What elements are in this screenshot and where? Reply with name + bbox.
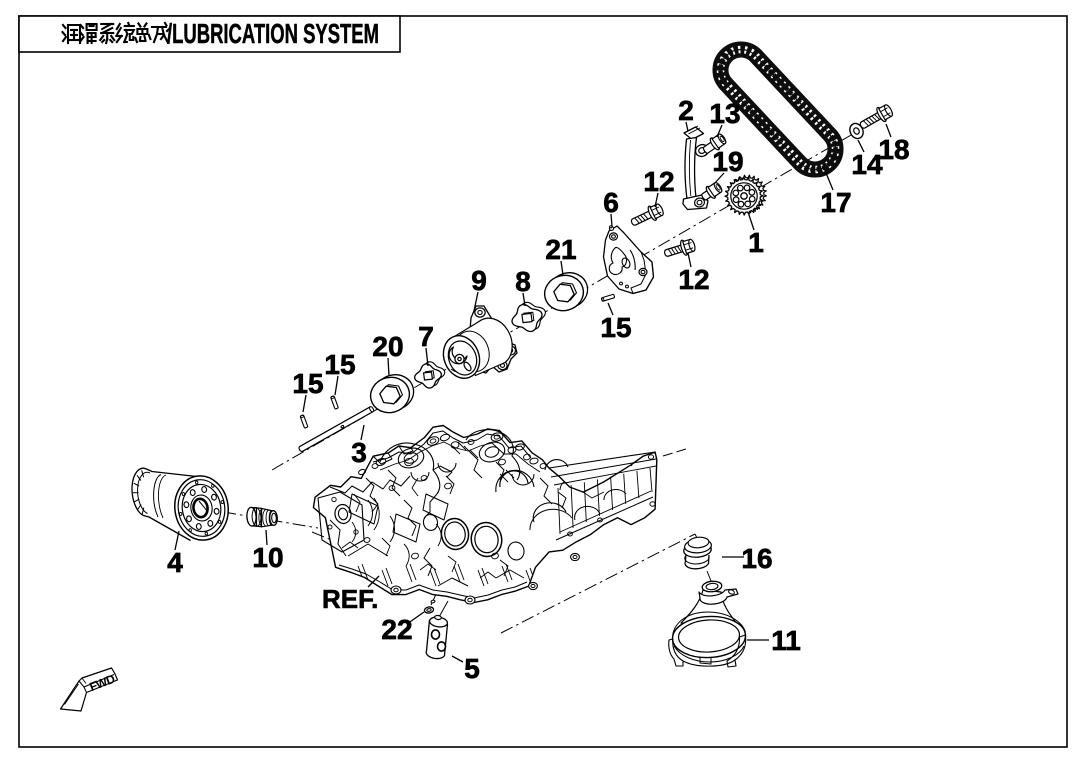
svg-text:5: 5	[464, 653, 480, 684]
svg-text:7: 7	[418, 321, 434, 352]
svg-text:6: 6	[603, 187, 619, 218]
svg-text:20: 20	[372, 331, 403, 362]
svg-text:11: 11	[771, 625, 801, 656]
svg-text:16: 16	[741, 543, 772, 574]
svg-text:12: 12	[678, 264, 709, 295]
svg-text:1: 1	[748, 227, 764, 258]
svg-text:17: 17	[820, 187, 851, 218]
svg-text:/LUBRICATION SYSTEM: /LUBRICATION SYSTEM	[167, 18, 379, 49]
svg-text:REF.: REF.	[322, 584, 378, 614]
svg-text:13: 13	[709, 98, 740, 129]
svg-text:18: 18	[878, 134, 909, 165]
svg-text:15: 15	[600, 312, 631, 343]
svg-text:3: 3	[351, 437, 367, 468]
svg-text:2: 2	[678, 95, 694, 126]
svg-text:4: 4	[167, 547, 183, 578]
svg-text:19: 19	[712, 146, 743, 177]
svg-text:22: 22	[381, 614, 412, 645]
svg-text:12: 12	[643, 166, 674, 197]
svg-text:8: 8	[515, 266, 531, 297]
svg-text:9: 9	[471, 265, 487, 296]
svg-text:10: 10	[252, 542, 283, 573]
svg-text:14: 14	[851, 149, 883, 180]
svg-text:15: 15	[292, 368, 323, 399]
svg-text:21: 21	[545, 234, 576, 265]
svg-text:15: 15	[324, 349, 355, 380]
